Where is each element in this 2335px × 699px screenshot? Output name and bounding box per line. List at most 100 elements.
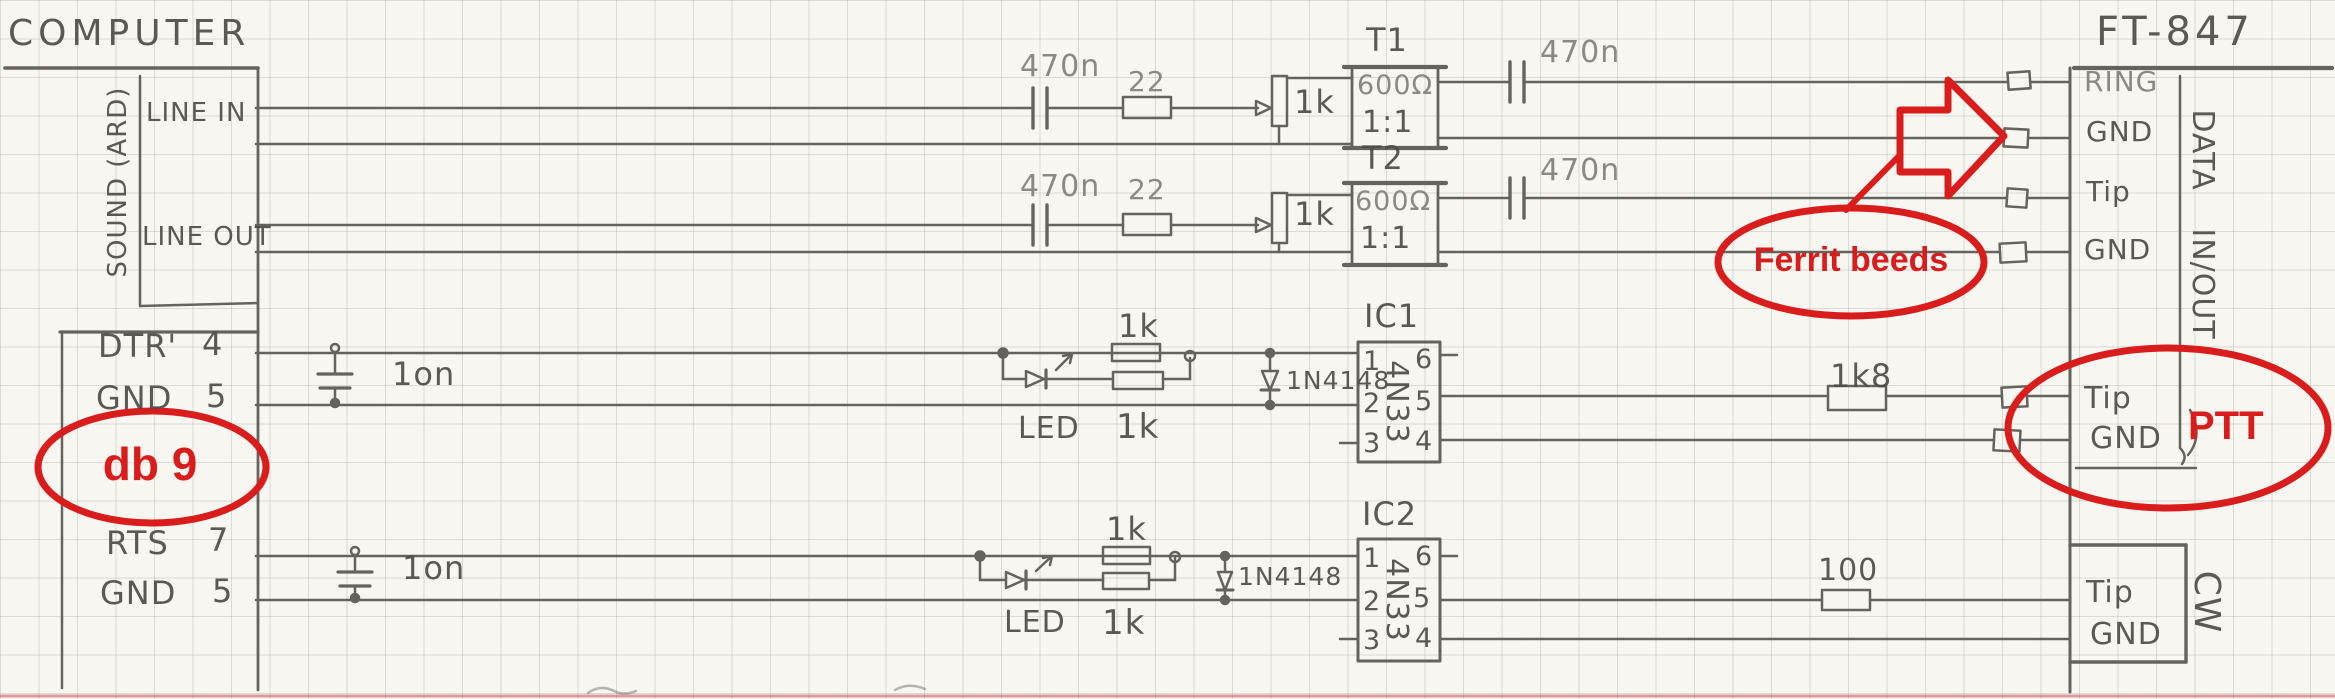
- ptt-resistor-top-label: 1k: [1118, 307, 1159, 345]
- data-jack-pin-ring: RING: [2084, 65, 2159, 98]
- computer-box: [3, 66, 260, 692]
- ic1-pin-4: 4: [1415, 426, 1434, 457]
- cw-jack-tip: Tip: [2086, 575, 2134, 610]
- ptt-callout-ellipse: [2004, 344, 2332, 512]
- junction-ring: [1168, 550, 1182, 564]
- cw-filter-cap: [336, 545, 374, 604]
- ic2-pin-1: 1: [1363, 543, 1382, 574]
- cw-output-resistor-label: 100: [1818, 553, 1879, 588]
- audio-out-resistor-label: 22: [1128, 173, 1166, 206]
- line-in-label: LINE IN: [146, 98, 247, 128]
- ic2-pin-4: 4: [1415, 623, 1434, 654]
- ic1-pin-6: 6: [1415, 344, 1434, 375]
- audio-out-cap-output: [1508, 176, 1526, 220]
- ic1-part: 4N33: [1379, 360, 1414, 444]
- ptt-resistor-bottom: [1111, 370, 1165, 391]
- audio-in-out-cap-label: 470n: [1540, 35, 1621, 70]
- ferrite-beads-pointer-line: [1843, 154, 1901, 213]
- junction-dot: [997, 347, 1009, 359]
- ptt-led: [1024, 352, 1074, 390]
- line-out-label: LINE OUT: [142, 222, 272, 252]
- ic2-pin-5: 5: [1413, 583, 1432, 614]
- ptt-resistor-bottom-label: 1k: [1116, 407, 1160, 447]
- ptt-jack-gnd: GND: [2090, 421, 2162, 456]
- ferrite-beads-annotation: Ferrit beeds: [1753, 241, 1949, 279]
- ferrite-bead: [2006, 70, 2032, 91]
- cw-resistor-bottom: [1101, 571, 1151, 591]
- ferrite-bead: [2005, 187, 2029, 209]
- db9-rts-pin: 7: [208, 521, 230, 559]
- audio-in-cap-input: [1031, 86, 1049, 130]
- t2-ratio: 1:1: [1360, 221, 1412, 256]
- t1-ratio: 1:1: [1362, 105, 1414, 140]
- audio-out-cap-label: 470n: [1020, 169, 1101, 204]
- audio-out-level-pot: [1254, 191, 1289, 245]
- audio-out-transformer-t2: [1341, 180, 1449, 268]
- cw-led-label: LED: [1004, 605, 1066, 640]
- audio-in-transformer-t1: [1341, 64, 1449, 151]
- ptt-ic1-body: [1356, 340, 1442, 464]
- db9-gnd2-pin: 5: [212, 572, 234, 610]
- junction-dot: [974, 550, 986, 562]
- cw-ic2-body: [1356, 537, 1442, 663]
- ptt-filter-cap-label: 1on: [392, 355, 456, 393]
- ic1-pin-1: 1: [1363, 346, 1382, 377]
- cw-resistor-top-label: 1k: [1106, 510, 1147, 548]
- audio-in-cap-label: 470n: [1020, 49, 1101, 84]
- data-jack-pin-tip: Tip: [2086, 175, 2131, 208]
- ferrite-bead: [1998, 241, 2028, 264]
- cw-resistor-bottom-label: 1k: [1102, 603, 1146, 643]
- audio-out-out-cap-label: 470n: [1540, 153, 1621, 188]
- computer-title: COMPUTER: [8, 13, 251, 54]
- ptt-clamp-diode: [1259, 347, 1281, 411]
- t1-impedance: 600Ω: [1357, 70, 1434, 101]
- ptt-wires: [254, 351, 2072, 445]
- db9-annotation: db 9: [102, 438, 198, 490]
- ptt-jack-marks: [2074, 408, 2198, 470]
- ptt-output-resistor-label: 1k8: [1830, 357, 1893, 395]
- junction-ring: [1183, 349, 1197, 363]
- audio-out-cap-input: [1031, 203, 1049, 247]
- audio-in-wires: [254, 76, 2072, 146]
- ic1-pin-3: 3: [1363, 428, 1382, 459]
- ptt-resistor-top: [1110, 342, 1162, 363]
- cw-resistor-top: [1101, 545, 1152, 566]
- cw-led: [1004, 554, 1054, 591]
- audio-in-cap-output: [1508, 60, 1526, 104]
- soundcard-label: SOUND (ARD): [103, 86, 133, 278]
- ic2-part: 4N33: [1379, 558, 1414, 642]
- data-jack-label-data: DATA: [2185, 109, 2220, 191]
- db9-gnd1-label: GND: [96, 379, 173, 417]
- cw-output-resistor: [1820, 588, 1872, 612]
- cw-filter-cap-label: 1on: [402, 549, 466, 587]
- db9-gnd1-pin: 5: [206, 377, 228, 415]
- stray-marks: [586, 684, 927, 695]
- ptt-diode-label: 1N4148: [1286, 366, 1391, 395]
- db9-box: [58, 330, 260, 690]
- audio-in-level-pot: [1254, 74, 1289, 128]
- audio-out-wires: [254, 193, 2072, 254]
- t2-impedance: 600Ω: [1355, 186, 1432, 217]
- db9-rts-label: RTS: [106, 524, 169, 562]
- audio-out-pot-label: 1k: [1294, 195, 1335, 233]
- db9-dtr-pin: 4: [202, 325, 224, 363]
- ic2-pin-6: 6: [1415, 541, 1434, 572]
- cw-jack-label: CW: [2186, 570, 2227, 634]
- data-jack-pin-gnd2: GND: [2084, 233, 2152, 266]
- ic1-pin-2: 2: [1363, 388, 1382, 419]
- cw-diode-label: 1N4148: [1238, 562, 1343, 591]
- ic2-name: IC2: [1362, 495, 1418, 533]
- t1-name: T1: [1366, 21, 1408, 59]
- ic2-pin-3: 3: [1363, 625, 1382, 656]
- radio-title: FT-847: [2096, 9, 2254, 55]
- ptt-filter-cap: [316, 342, 354, 409]
- ferrite-bead: [2002, 127, 2030, 149]
- ic1-name: IC1: [1364, 297, 1420, 335]
- ptt-output-resistor: [1826, 384, 1888, 412]
- ptt-annotation: PTT: [2188, 404, 2264, 448]
- cw-wires: [254, 554, 2072, 641]
- audio-in-pot-label: 1k: [1294, 83, 1335, 121]
- t2-name: T2: [1362, 139, 1404, 177]
